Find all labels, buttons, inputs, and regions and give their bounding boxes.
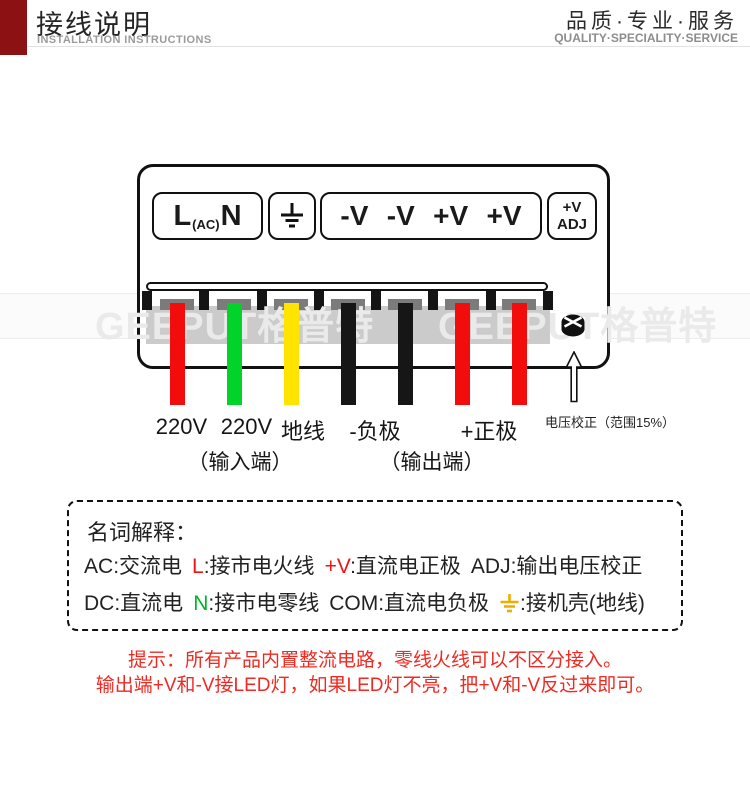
terminal-l-label: L — [173, 199, 192, 232]
terminal-n-label: N — [220, 199, 242, 232]
terminal-screw — [142, 291, 152, 310]
ground-wire-yellow — [284, 303, 299, 405]
live-wire-red — [170, 303, 185, 405]
wire-label-220v-neutral: 220V — [220, 414, 273, 439]
glossary-heading: 名词解释： — [87, 520, 198, 545]
adj-label-bottom: ADJ — [556, 216, 587, 233]
glossary-item: ADJ:输出电压校正 — [470, 555, 643, 578]
terminal-label-ground — [268, 192, 316, 240]
output-group-label: （输出端） — [379, 451, 485, 474]
terminal-v-label: -V — [340, 200, 369, 231]
glossary-item: COM:直流电负极 — [329, 592, 490, 615]
positive-wire-red — [512, 303, 527, 405]
brand-accent-block — [0, 0, 27, 55]
voltage-adjust-note: 电压校正（范围15%） — [545, 415, 676, 430]
terminal-label-ln: L (AC) N — [152, 192, 263, 240]
terminal-cover-bar — [146, 282, 548, 291]
terminal-v-label: +V — [433, 200, 469, 231]
wire-label-positive: +正极 — [460, 419, 518, 444]
terminal-screw — [257, 291, 267, 310]
terminal-screw — [486, 291, 496, 310]
terminal-v-label: +V — [486, 200, 522, 231]
wire-label-ground: 地线 — [280, 419, 325, 444]
adj-label-top: +V — [562, 198, 582, 216]
earth-ground-icon — [500, 594, 519, 613]
positive-wire-red — [455, 303, 470, 405]
page-title: 接线说明 — [36, 10, 152, 40]
page-subtitle: INSTALLATION INSTRUCTIONS — [37, 34, 212, 46]
glossary-row-1: AC:交流电 L:接市电火线 +V:直流电正极 ADJ:输出电压校正 — [84, 550, 642, 580]
wire-label-220v-live: 220V — [155, 414, 208, 439]
slogan-en: QUALITY·SPECIALITY·SERVICE — [554, 31, 738, 45]
terminal-v-label: -V — [386, 200, 415, 231]
terminal-screw — [199, 291, 209, 310]
glossary-item: :接机壳(地线) — [499, 587, 645, 617]
terminal-screw — [314, 291, 324, 310]
tip-line-2: 输出端+V和-V接LED灯，如果LED灯不亮，把+V和-V反过来即可。 — [95, 675, 655, 696]
negative-wire-black — [341, 303, 356, 405]
glossary-item: AC:交流电 — [84, 555, 183, 578]
glossary-item: L:接市电火线 — [192, 555, 315, 578]
glossary-item: DC:直流电 — [84, 592, 184, 615]
input-group-label: （输入端） — [187, 451, 293, 474]
terminal-label-adj: +V ADJ — [547, 192, 597, 240]
glossary-item: N:接市电零线 — [193, 592, 320, 615]
glossary-row-2: DC:直流电 N:接市电零线 COM:直流电负极 :接机壳(地线) — [84, 587, 645, 617]
glossary-item: +V:直流电正极 — [324, 555, 461, 578]
tip-text: 提示：所有产品内置整流电路，零线火线可以不区分接入。 输出端+V和-V接LED灯… — [30, 648, 720, 698]
header-divider — [0, 46, 750, 47]
terminal-screw — [428, 291, 438, 310]
brand-watermark: GEEPUT格普特 GEEPUT格普特 — [0, 295, 750, 348]
glossary-box: 名词解释： AC:交流电 L:接市电火线 +V:直流电正极 ADJ:输出电压校正… — [67, 500, 683, 631]
wire-label-negative: -负极 — [349, 419, 401, 444]
negative-wire-black — [398, 303, 413, 405]
terminal-screw — [371, 291, 381, 310]
terminal-screw — [543, 291, 553, 310]
tip-line-1: 提示：所有产品内置整流电路，零线火线可以不区分接入。 — [127, 650, 622, 671]
voltage-adjust-potentiometer-icon — [561, 314, 585, 337]
neutral-wire-green — [227, 303, 242, 405]
terminal-ac-label: (AC) — [192, 216, 220, 232]
up-arrow-icon — [565, 351, 583, 403]
earth-ground-icon — [281, 203, 303, 228]
terminal-label-v-group: -V -V +V +V — [320, 192, 542, 240]
slogan-cn: 品质·专业·服务 — [566, 10, 738, 33]
